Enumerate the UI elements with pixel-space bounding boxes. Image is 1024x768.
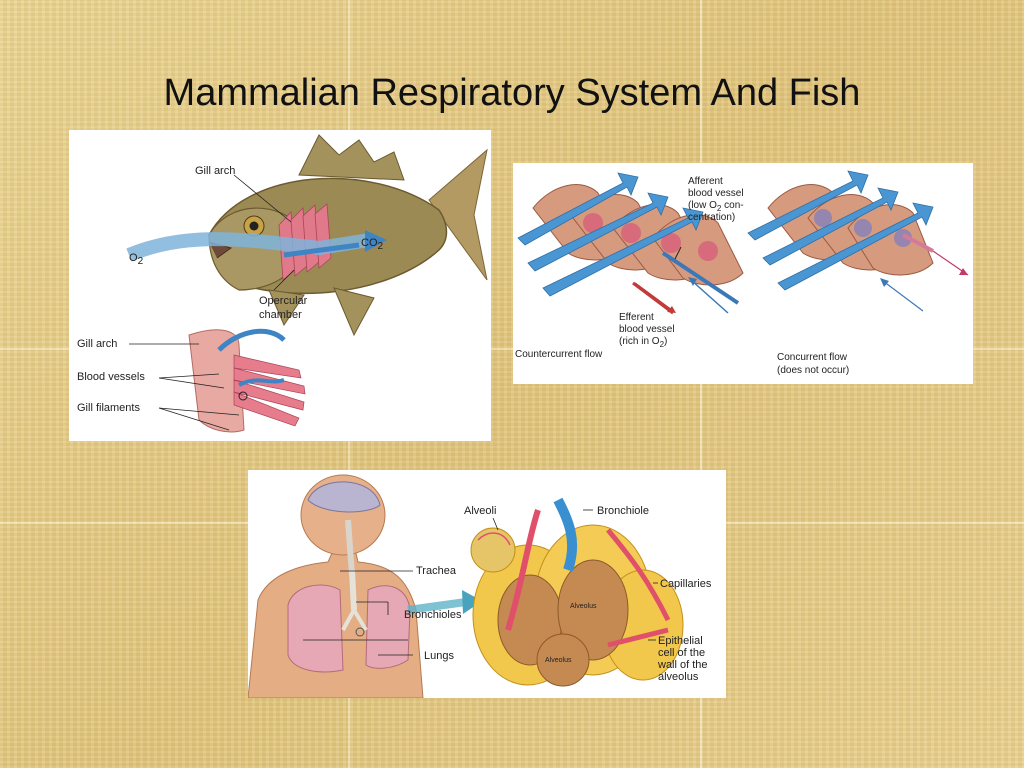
epithelial-label-line4: alveolus (658, 671, 699, 683)
slide-title: Mammalian Respiratory System And Fish (163, 72, 861, 114)
afferent-label-line4: centration) (688, 212, 735, 223)
background-seam (0, 348, 1024, 350)
concurrent-label-line2: (does not occur) (777, 365, 849, 376)
human-lungs-illustration: Alveoli Bronchiole Trachea Capillaries B… (248, 474, 712, 698)
efferent-label-line1: Efferent (619, 312, 654, 323)
afferent-label-line3: (low O2 con- (688, 200, 744, 213)
trachea-label: Trachea (416, 565, 457, 577)
fish-gill-illustration: Gill arch O2 CO2 Opercular chamber Gill … (77, 134, 488, 433)
fish-gill-diagram: Gill arch O2 CO2 Opercular chamber Gill … (69, 130, 491, 441)
epithelial-label-line3: wall of the (657, 659, 708, 671)
opercular-label-line1: Opercular (259, 295, 308, 307)
efferent-label-line2: blood vessel (619, 324, 675, 335)
alveoli-label: Alveoli (464, 505, 496, 517)
gill-arch-label: Gill arch (77, 338, 117, 350)
bronchiole-label: Bronchiole (597, 505, 649, 517)
human-respiratory-diagram: Alveoli Bronchiole Trachea Capillaries B… (248, 470, 726, 698)
alveolus-inline-label: Alveolus (570, 603, 597, 610)
concurrent-label-line1: Concurrent flow (777, 352, 848, 363)
background-seam (700, 0, 702, 768)
o2-label: O2 (129, 252, 144, 267)
alveolus-inline-label-2: Alveolus (545, 657, 572, 664)
opercular-label-line2: chamber (259, 309, 302, 321)
afferent-label-line1: Afferent (688, 176, 723, 187)
gill-arch-top-label: Gill arch (195, 165, 235, 177)
countercurrent-label: Countercurrent flow (515, 349, 603, 360)
bronchioles-label: Bronchioles (404, 609, 462, 621)
gill-filaments-label: Gill filaments (77, 402, 140, 414)
blood-vessels-label: Blood vessels (77, 371, 145, 383)
flow-illustration: Afferent blood vessel (low O2 con- centr… (515, 170, 969, 376)
co2-label: CO2 (361, 237, 384, 252)
efferent-label-line3: (rich in O2) (619, 336, 667, 349)
epithelial-label-line1: Epithelial (658, 635, 703, 647)
lungs-label: Lungs (424, 650, 454, 662)
afferent-label-line2: blood vessel (688, 188, 744, 199)
epithelial-label-line2: cell of the (658, 647, 705, 659)
capillaries-label: Capillaries (660, 578, 712, 590)
flow-comparison-diagram: Afferent blood vessel (low O2 con- centr… (513, 163, 973, 384)
